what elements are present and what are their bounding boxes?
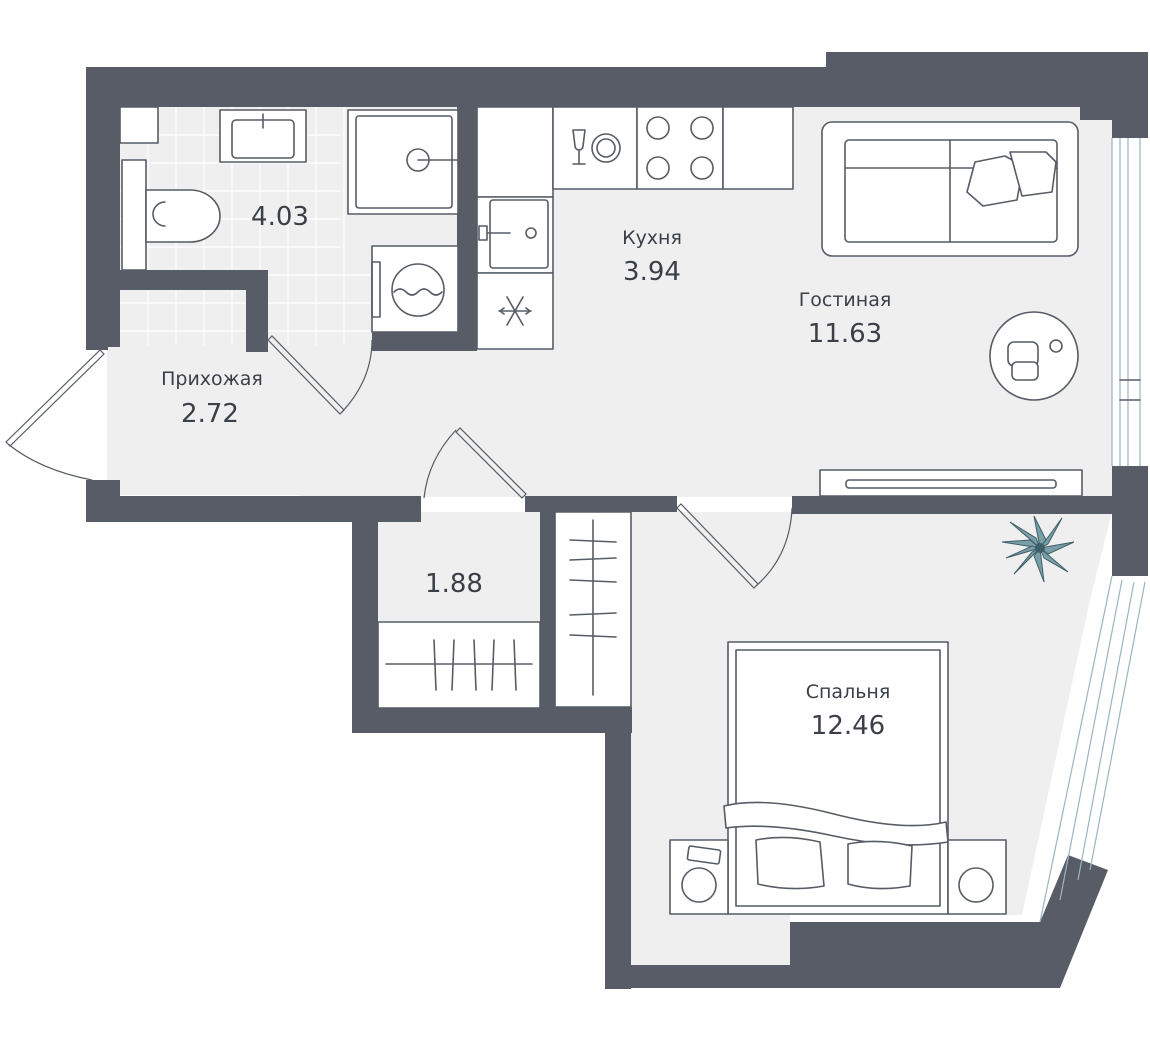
bathroom-door (267, 335, 373, 415)
room-labels: 4.03 Кухня 3.94 Гостиная 11.63 Прихожая … (161, 202, 891, 741)
wall-bottom (605, 855, 1108, 988)
plant-icon (1001, 515, 1075, 583)
wall-top (86, 67, 826, 107)
fridge-icon (476, 272, 554, 350)
bathroom-fixtures (119, 106, 459, 333)
walls (86, 52, 1148, 989)
hallway-area: 2.72 (181, 399, 239, 429)
bedroom-door (676, 503, 793, 589)
shaft (119, 106, 159, 144)
kitchen-name: Кухня (622, 227, 682, 249)
wall-bath-bottom (372, 331, 477, 351)
closet-fixtures (377, 511, 632, 709)
wall-right-mid (1112, 466, 1148, 576)
wall-bedroom-left (605, 707, 631, 989)
closet-shelf (377, 621, 541, 709)
living-name: Гостиная (799, 289, 892, 311)
wall-left-stub (86, 340, 108, 350)
toilet-icon (121, 159, 221, 271)
shower-icon (347, 109, 459, 215)
wall-closet-left (352, 496, 378, 732)
bed-icon (723, 641, 949, 915)
closet-door (423, 427, 527, 499)
dishwasher-icon (552, 106, 638, 190)
nightstand-left-icon (669, 839, 729, 915)
hallway-name: Прихожая (161, 368, 263, 390)
tv-stand-icon (819, 469, 1083, 497)
table-icon (989, 311, 1079, 401)
doors (5, 335, 793, 589)
windows (1039, 138, 1146, 923)
nightstand-right-icon (947, 839, 1007, 915)
wall-left-upper (86, 67, 120, 347)
washing-machine-icon (371, 245, 459, 333)
stove-icon (636, 106, 724, 190)
bathroom-area: 4.03 (251, 202, 309, 232)
wall-closet-mid (540, 496, 555, 708)
wall-top-right (826, 52, 1148, 138)
wall-closet-top (525, 496, 677, 512)
kitchen-area: 3.94 (623, 257, 681, 287)
entrance-door (5, 349, 105, 481)
wall-bath-hall (120, 270, 268, 290)
kitchen-sink-icon (478, 199, 549, 269)
balcony-nook-floor (630, 915, 790, 965)
hallway-floor (107, 290, 307, 495)
wall-closet-bottom (352, 707, 632, 733)
wall-bath-right (457, 107, 477, 351)
closet-area: 1.88 (425, 569, 483, 599)
sofa-icon (821, 121, 1079, 257)
bedroom-fixtures (669, 515, 1075, 915)
bedroom-name: Спальня (806, 681, 891, 703)
living-area: 11.63 (808, 319, 882, 349)
wall-bedroom-top (792, 496, 1112, 514)
wall-bath-hall-jamb (246, 270, 268, 352)
living-fixtures (819, 121, 1083, 497)
kitchen-fixtures (476, 106, 794, 350)
bedroom-area: 12.46 (811, 711, 885, 741)
